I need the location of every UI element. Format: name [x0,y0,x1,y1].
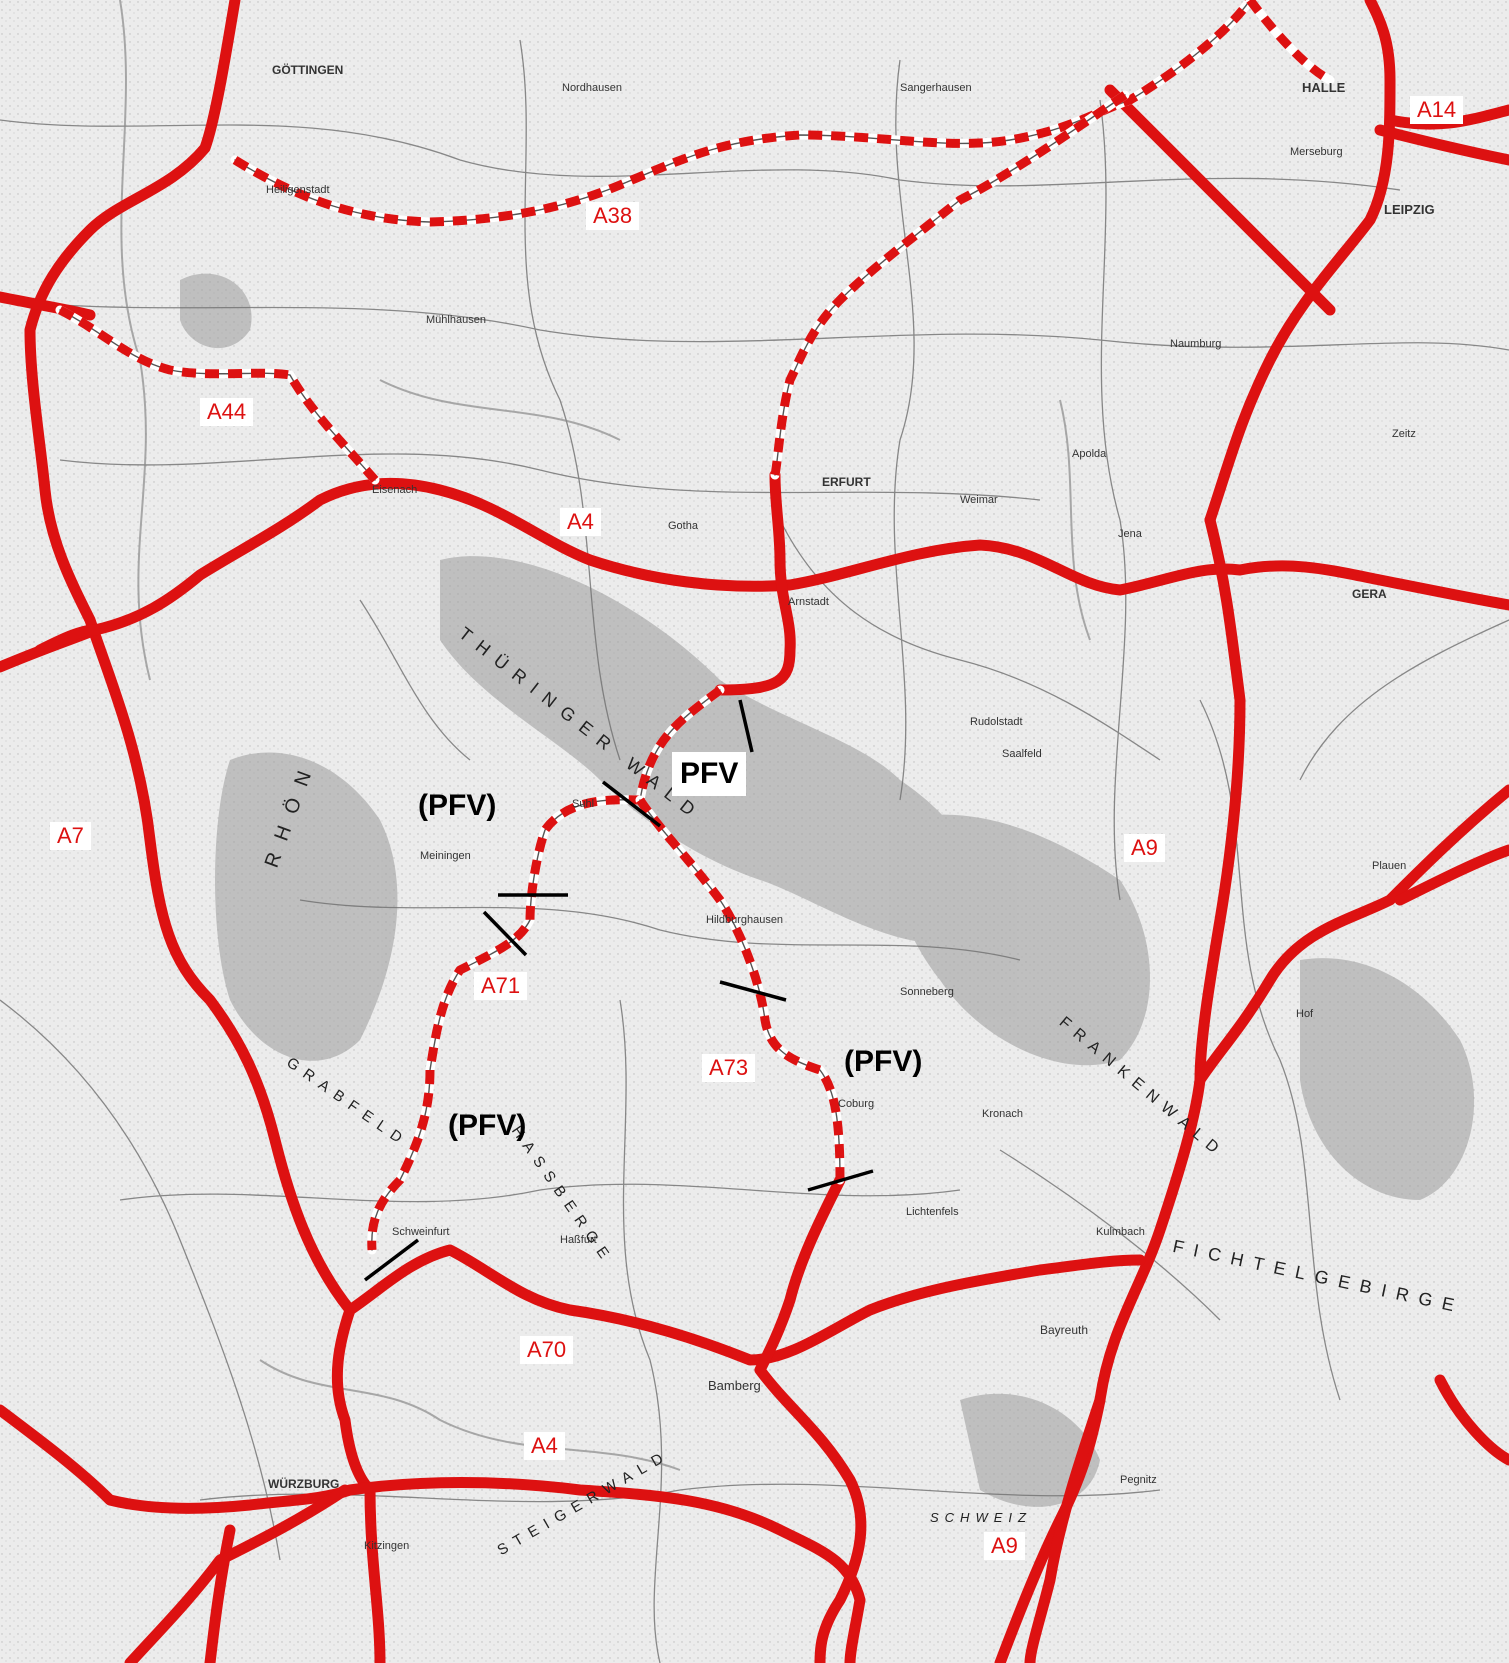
label-a73: A73 [702,1054,756,1082]
road-a38-west [0,291,96,321]
road-a71-north-stub [714,469,796,696]
road-a9 [1204,0,1396,526]
road-a70 [344,1244,1146,1366]
label-pfv-a71-south: (PFV) [448,1109,527,1142]
road-a4-north [0,477,1509,673]
section-mark-a71-schweinfurt [363,1238,420,1282]
planned-motorways [55,0,1335,1255]
label-a9-south: A9 [984,1532,1025,1560]
road-a38-halle [1246,0,1333,85]
terrain-fichtelgebirge [1300,958,1475,1200]
road-a38-leipzig [1374,124,1509,166]
terrain-shading [180,273,1475,1507]
road-a9-bayreuth [1024,1394,1106,1663]
terrain-steigerwald [960,1393,1100,1507]
section-mark-a71-north [738,699,754,753]
road-a72-plauen [1394,844,1509,906]
road-a44 [57,305,379,483]
label-pfv-a71-north: (PFV) [418,789,497,822]
label-a4-north: A4 [560,508,601,536]
section-mark-a73-eisfeld [719,980,787,1002]
section-mark-a71-junction [482,910,528,957]
road-a4-junction-kirchheim [34,624,101,656]
road-a7 [24,0,386,1663]
label-a14: A14 [1410,96,1464,124]
road-a93 [1434,1374,1509,1466]
label-a38: A38 [586,202,640,230]
label-pfv-a73-north: PFV [672,752,747,796]
road-a81 [204,1524,236,1663]
label-a44: A44 [200,398,254,426]
label-a70: A70 [520,1336,574,1364]
label-a4-south: A4 [524,1432,565,1460]
terrain-harz [180,273,252,349]
base-map-roads [0,39,1509,1663]
label-a9-east: A9 [1124,834,1165,862]
section-mark-a73-tunnel [601,780,662,828]
road-a73 [636,797,845,1181]
road-a14 [1104,84,1336,316]
label-a71: A71 [474,972,528,1000]
road-a38 [232,0,1254,227]
label-a7: A7 [50,822,91,850]
road-a72 [1194,784,1509,1086]
label-pfv-a73-south: (PFV) [844,1045,923,1078]
road-a73-south [754,1174,867,1663]
section-marks [363,699,874,1282]
road-a71-north [770,91,1128,476]
terrain-rhoen [215,752,398,1061]
terrain-thueringer-wald [440,556,986,945]
road-a3 [0,1404,866,1663]
section-mark-a73-coburg [807,1169,874,1192]
terrain-frankenwald [892,814,1150,1066]
